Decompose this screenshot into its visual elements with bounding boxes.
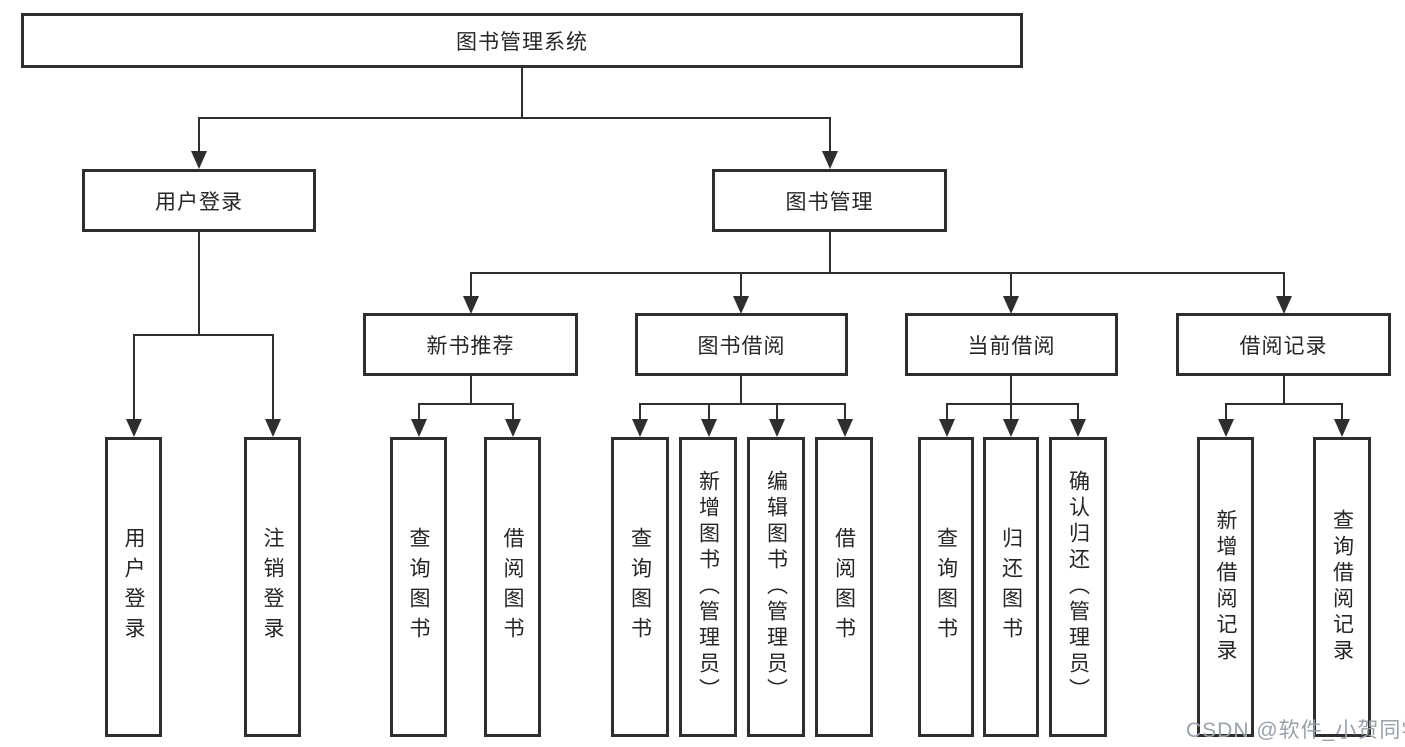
- leaf-borrow-borrow: 借阅图书: [815, 437, 873, 737]
- arrow-down-icon: [505, 419, 521, 437]
- node-label: 归还图书: [999, 527, 1023, 647]
- connector-line: [1077, 403, 1079, 421]
- arrow-down-icon: [1003, 419, 1019, 437]
- leaf-new-book-borrow: 借阅图书: [484, 437, 541, 737]
- node-book-borrow: 图书借阅: [635, 313, 848, 376]
- node-label: 新书推荐: [426, 334, 515, 358]
- node-label: 新增借阅记录: [1214, 509, 1237, 665]
- arrow-down-icon: [126, 419, 142, 437]
- connector-line: [198, 117, 831, 119]
- connector-line: [639, 403, 845, 405]
- node-label: 新增图书（管理员）: [696, 470, 720, 704]
- arrow-down-icon: [822, 151, 838, 169]
- arrow-down-icon: [1276, 296, 1292, 314]
- node-current-borrow: 当前借阅: [905, 313, 1118, 376]
- node-label: 用户登录: [122, 527, 145, 647]
- connector-line: [740, 376, 742, 405]
- arrow-down-icon: [191, 151, 207, 169]
- connector-line: [1283, 376, 1285, 405]
- arrow-down-icon: [632, 419, 648, 437]
- connector-line: [1225, 403, 1227, 421]
- node-label: 图书借阅: [697, 334, 786, 358]
- connector-line: [639, 403, 641, 421]
- connector-line: [418, 403, 420, 421]
- leaf-records-query: 查询借阅记录: [1313, 437, 1371, 737]
- leaf-current-confirm-admin: 确认归还（管理员）: [1049, 437, 1107, 737]
- connector-line: [272, 334, 274, 421]
- connector-line: [198, 117, 200, 153]
- node-label: 注销登录: [261, 527, 284, 647]
- node-borrow-records: 借阅记录: [1176, 313, 1391, 376]
- connector-line: [470, 376, 472, 405]
- node-user-login: 用户登录: [82, 169, 316, 232]
- node-label: 编辑图书（管理员）: [764, 470, 788, 704]
- arrow-down-icon: [265, 419, 281, 437]
- connector-line: [133, 334, 135, 421]
- leaf-borrow-add-admin: 新增图书（管理员）: [679, 437, 737, 737]
- watermark: CSDN @软件_小贺同学: [1186, 719, 1405, 742]
- connector-line: [1010, 403, 1012, 421]
- leaf-borrow-edit-admin: 编辑图书（管理员）: [747, 437, 805, 737]
- arrow-down-icon: [733, 296, 749, 314]
- node-book-management: 图书管理: [712, 169, 947, 232]
- connector-line: [1225, 403, 1342, 405]
- arrow-down-icon: [463, 296, 479, 314]
- connector-line: [133, 334, 274, 336]
- connector-line: [946, 403, 1078, 405]
- arrow-down-icon: [411, 419, 427, 437]
- arrow-down-icon: [1218, 419, 1234, 437]
- connector-line: [844, 403, 846, 421]
- connector-line: [829, 117, 831, 153]
- node-label: 借阅图书: [501, 527, 524, 647]
- connector-line: [1341, 403, 1343, 421]
- arrow-down-icon: [1003, 296, 1019, 314]
- connector-line: [418, 403, 513, 405]
- node-label: 当前借阅: [967, 334, 1056, 358]
- leaf-current-query: 查询图书: [918, 437, 974, 737]
- arrow-down-icon: [837, 419, 853, 437]
- node-label: 查询图书: [934, 527, 958, 647]
- leaf-borrow-query: 查询图书: [611, 437, 669, 737]
- leaf-new-book-query: 查询图书: [390, 437, 447, 737]
- leaf-logout: 注销登录: [244, 437, 301, 737]
- leaf-current-return: 归还图书: [983, 437, 1039, 737]
- node-label: 借阅记录: [1239, 334, 1328, 358]
- connector-line: [470, 272, 1284, 274]
- node-label: 查询借阅记录: [1330, 509, 1354, 665]
- arrow-down-icon: [1334, 419, 1350, 437]
- connector-line: [512, 403, 514, 421]
- arrow-down-icon: [1070, 419, 1086, 437]
- connector-line: [829, 232, 831, 274]
- connector-line: [708, 403, 710, 421]
- connector-line: [740, 272, 742, 298]
- leaf-user-login: 用户登录: [105, 437, 162, 737]
- connector-line: [198, 232, 200, 336]
- arrow-down-icon: [769, 419, 785, 437]
- node-label: 借阅图书: [832, 527, 856, 647]
- node-label: 查询图书: [628, 527, 652, 647]
- node-new-book-recommend: 新书推荐: [363, 313, 578, 376]
- node-root: 图书管理系统: [21, 13, 1023, 68]
- node-label: 图书管理系统: [456, 30, 588, 54]
- connector-line: [521, 68, 523, 118]
- connector-line: [1010, 376, 1012, 405]
- connector-line: [1010, 272, 1012, 298]
- node-label: 用户登录: [155, 190, 243, 214]
- node-label: 确认归还（管理员）: [1066, 470, 1090, 704]
- node-label: 图书管理: [785, 190, 874, 214]
- node-label: 查询图书: [407, 527, 430, 647]
- leaf-records-add: 新增借阅记录: [1197, 437, 1254, 737]
- arrow-down-icon: [939, 419, 955, 437]
- connector-line: [1283, 272, 1285, 298]
- connector-line: [470, 272, 472, 298]
- connector-line: [946, 403, 948, 421]
- arrow-down-icon: [701, 419, 717, 437]
- connector-line: [776, 403, 778, 421]
